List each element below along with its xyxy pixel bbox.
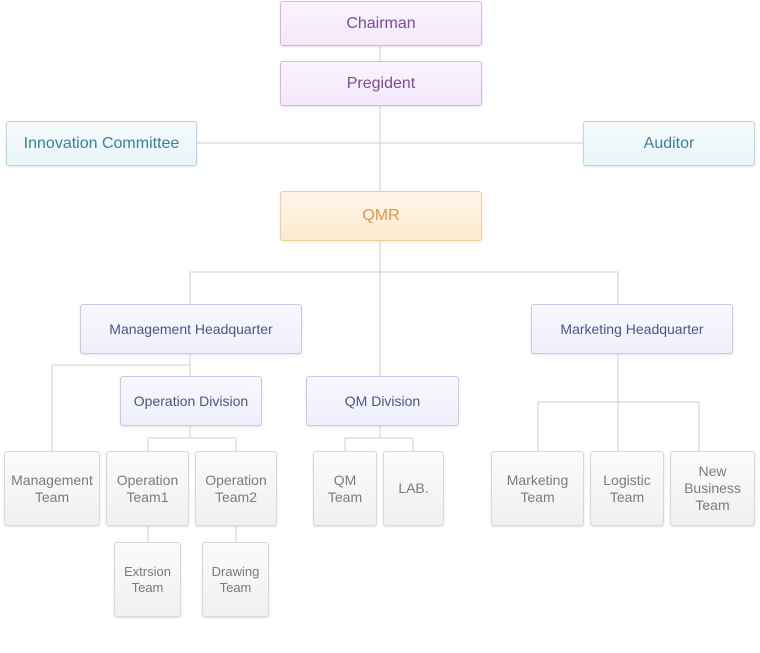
drawing-team-node: Drawing Team	[202, 542, 269, 617]
logistic-team-label: Logistic Team	[603, 471, 651, 505]
lab-label: LAB.	[398, 480, 429, 497]
pregident-node: Pregident	[280, 61, 482, 106]
extrsion-team-label: Extrsion Team	[124, 563, 171, 595]
qmr-node: QMR	[280, 191, 482, 241]
drawing-team-label: Drawing Team	[211, 563, 260, 595]
innovation-committee-label: Innovation Committee	[23, 134, 180, 152]
qm-division-label: QM Division	[344, 392, 421, 409]
qmr-label: QMR	[362, 207, 400, 225]
new-business-team-node: New Business Team	[670, 451, 755, 526]
pregident-label: Pregident	[346, 74, 416, 92]
operation-team2-node: Operation Team2	[195, 451, 277, 526]
management-headquarter-label: Management Headquarter	[109, 320, 273, 337]
innovation-committee-node: Innovation Committee	[6, 121, 197, 166]
qm-team-node: QM Team	[313, 451, 377, 526]
qm-division-node: QM Division	[306, 376, 459, 426]
chairman-label: Chairman	[346, 14, 416, 32]
qm-team-label: QM Team	[327, 471, 363, 505]
marketing-headquarter-node: Marketing Headquarter	[531, 304, 733, 354]
lab-node: LAB.	[383, 451, 444, 526]
operation-team2-label: Operation Team2	[205, 471, 267, 505]
logistic-team-node: Logistic Team	[590, 451, 664, 526]
operation-team1-label: Operation Team1	[116, 471, 179, 505]
chairman-node: Chairman	[280, 1, 482, 46]
management-headquarter-node: Management Headquarter	[80, 304, 302, 354]
auditor-label: Auditor	[643, 134, 695, 152]
marketing-team-label: Marketing Team	[506, 471, 569, 505]
marketing-team-node: Marketing Team	[491, 451, 584, 526]
marketing-headquarter-label: Marketing Headquarter	[560, 320, 704, 337]
new-business-team-label: New Business Team	[684, 463, 741, 513]
management-team-node: Management Team	[4, 451, 100, 526]
extrsion-team-node: Extrsion Team	[114, 542, 181, 617]
operation-team1-node: Operation Team1	[106, 451, 189, 526]
management-team-label: Management Team	[11, 471, 93, 505]
operation-division-node: Operation Division	[120, 376, 262, 426]
auditor-node: Auditor	[583, 121, 755, 166]
operation-division-label: Operation Division	[133, 392, 249, 409]
